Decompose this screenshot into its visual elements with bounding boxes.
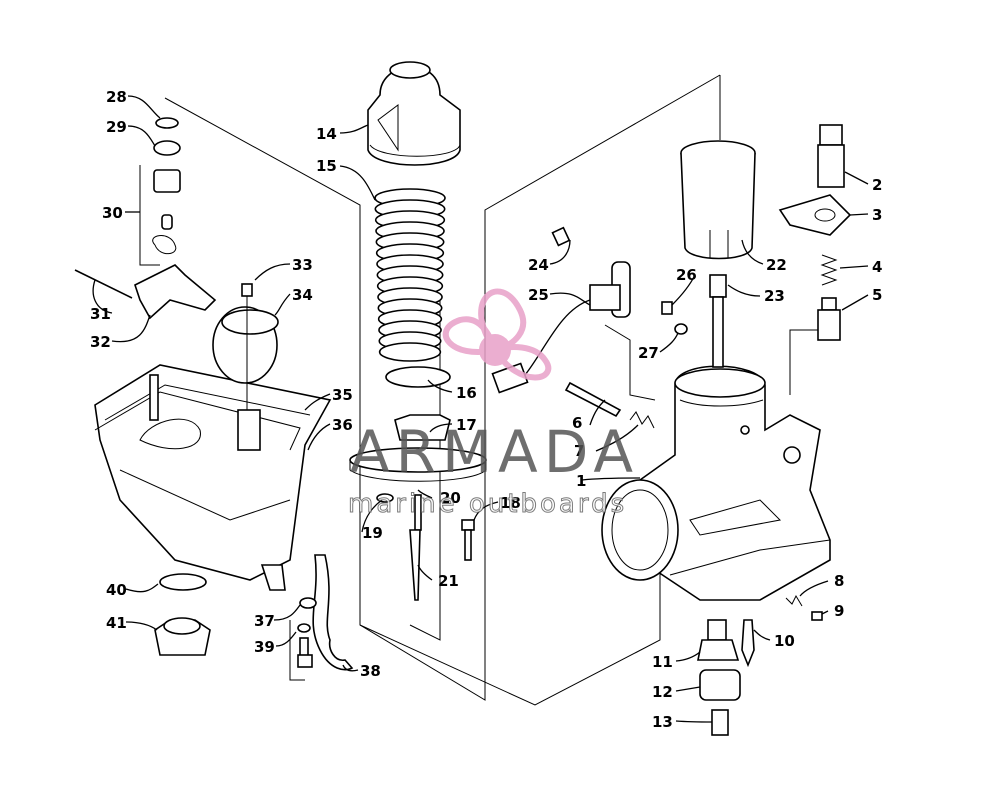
top-cap (367, 61, 461, 166)
callout-15: 15 (316, 157, 337, 175)
drain-plug (154, 573, 211, 656)
choke-cable-assembly (491, 226, 631, 394)
jet-needle-23 (709, 274, 727, 368)
callout-labels: 1 2 3 4 5 6 7 8 9 10 11 12 13 14 15 16 1… (90, 88, 882, 731)
armada-logo-icon (442, 288, 552, 381)
small-screws-26-27 (661, 301, 688, 335)
callout-39: 39 (254, 638, 275, 656)
leader-lines (92, 95, 869, 723)
float (212, 283, 279, 410)
main-jet-stack (697, 619, 755, 736)
float-arm (74, 264, 217, 320)
needle-valve-set (152, 117, 181, 255)
callout-1: 1 (576, 472, 586, 490)
callout-32: 32 (90, 333, 111, 351)
callout-14: 14 (316, 125, 337, 143)
callout-11: 11 (652, 653, 673, 671)
callout-30: 30 (102, 204, 123, 222)
callout-37: 37 (254, 612, 275, 630)
callout-24: 24 (528, 256, 549, 274)
callout-28: 28 (106, 88, 127, 106)
callout-6: 6 (572, 414, 582, 432)
callout-35: 35 (332, 386, 353, 404)
callout-41: 41 (106, 614, 127, 632)
callout-18: 18 (500, 494, 521, 512)
callout-26: 26 (676, 266, 697, 284)
callout-16: 16 (456, 384, 477, 402)
throttle-valve-sleeve (680, 140, 756, 260)
callout-2: 2 (872, 176, 882, 194)
callout-40: 40 (106, 581, 127, 599)
cable-adjuster (778, 124, 852, 341)
callout-38: 38 (360, 662, 381, 680)
callout-13: 13 (652, 713, 673, 731)
callout-4: 4 (872, 258, 882, 276)
callout-10: 10 (774, 632, 795, 650)
callout-23: 23 (764, 287, 785, 305)
watermark-tagline: marine outboards (348, 489, 627, 519)
callout-27: 27 (638, 344, 659, 362)
callout-9: 9 (834, 602, 844, 620)
callout-31: 31 (90, 305, 111, 323)
callout-17: 17 (456, 416, 477, 434)
callout-20: 20 (440, 489, 461, 507)
callout-34: 34 (292, 286, 313, 304)
throttle-spring (374, 188, 446, 362)
float-bowl (94, 364, 332, 591)
vent-hose (297, 554, 354, 671)
callout-36: 36 (332, 416, 353, 434)
armada-watermark: ARMADA marine outboards (348, 288, 639, 520)
callout-33: 33 (292, 256, 313, 274)
callout-21: 21 (438, 572, 459, 590)
callout-3: 3 (872, 206, 882, 224)
callout-7: 7 (574, 442, 584, 460)
watermark-brand: ARMADA (350, 418, 639, 486)
callout-5: 5 (872, 286, 882, 304)
callout-25: 25 (528, 286, 549, 304)
air-screw-8-9 (785, 594, 823, 621)
callout-19: 19 (362, 524, 383, 542)
callout-12: 12 (652, 683, 673, 701)
spring-coil (378, 342, 442, 362)
carburetor-body (601, 365, 831, 601)
idle-screw-18 (461, 519, 475, 561)
throttle-slide (349, 366, 487, 601)
callout-8: 8 (834, 572, 844, 590)
callout-22: 22 (766, 256, 787, 274)
callout-29: 29 (106, 118, 127, 136)
